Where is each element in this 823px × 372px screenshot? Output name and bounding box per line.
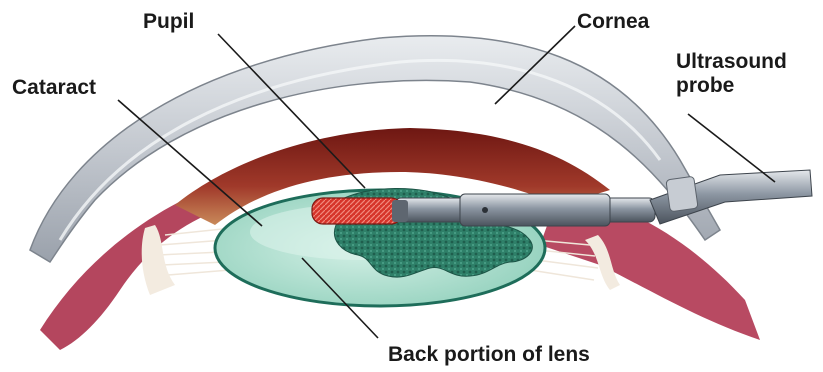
ultrasound-probe-label-line1: Ultrasound [676,50,787,74]
pupil-label: Pupil [143,10,194,34]
probe-tip [312,198,402,224]
probe-leader [688,114,775,182]
ultrasound-probe-label-line2: probe [676,74,787,98]
cataract-label: Cataract [12,76,96,100]
cornea-label: Cornea [577,10,649,34]
back-portion-of-lens-label: Back portion of lens [388,343,590,367]
ultrasound-probe-label: Ultrasound probe [676,50,787,98]
